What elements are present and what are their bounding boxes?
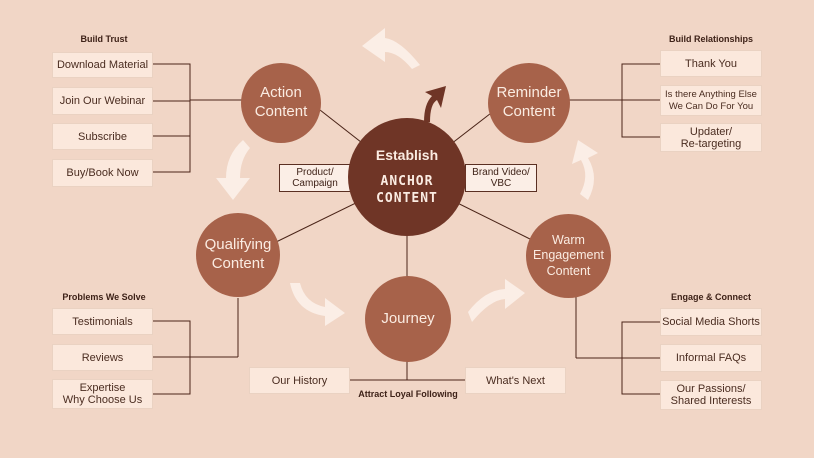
arrow-bottom-right-icon xyxy=(468,279,525,322)
item-updater-retargeting: Updater/ Re-targeting xyxy=(660,123,762,152)
bracket-build-trust xyxy=(153,63,242,173)
heading-engage: Engage & Connect xyxy=(670,292,751,302)
arrow-bottom-left-icon xyxy=(290,283,345,326)
heading-build-relationships: Build Relationships xyxy=(668,34,753,44)
item-whats-next: What's Next xyxy=(465,367,566,394)
center-anchor-title: ANCHOR CONTENT xyxy=(376,173,438,206)
heading-attract-loyal: Attract Loyal Following xyxy=(358,389,458,399)
heading-problems: Problems We Solve xyxy=(62,292,146,302)
arrow-center-up-icon xyxy=(424,86,446,122)
center-establish-label: Establish xyxy=(375,147,439,164)
circle-reminder-content: Reminder Content xyxy=(488,63,570,143)
item-anything-else: Is there Anything Else We Can Do For You xyxy=(660,85,762,116)
arrow-left-icon xyxy=(216,140,250,200)
circle-qualifying-content: Qualifying Content xyxy=(196,213,280,297)
label-product-campaign: Product/ Campaign xyxy=(279,164,351,192)
circle-journey: Journey xyxy=(365,276,451,362)
label-brand-video: Brand Video/ VBC xyxy=(465,164,537,192)
item-subscribe: Subscribe xyxy=(52,123,153,150)
item-thank-you: Thank You xyxy=(660,50,762,77)
cycle-arrows xyxy=(216,28,598,326)
circle-action-content: Action Content xyxy=(241,63,321,143)
item-buy-book-now: Buy/Book Now xyxy=(52,159,153,187)
item-testimonials: Testimonials xyxy=(52,308,153,335)
item-expertise: Expertise Why Choose Us xyxy=(52,379,153,409)
bracket-build-relationships xyxy=(565,63,660,138)
item-our-passions: Our Passions/ Shared Interests xyxy=(660,380,762,410)
item-join-webinar: Join Our Webinar xyxy=(52,87,153,115)
item-reviews: Reviews xyxy=(52,344,153,371)
bracket-problems xyxy=(153,298,239,395)
item-download-material: Download Material xyxy=(52,52,153,78)
circle-warm-engagement: Warm Engagement Content xyxy=(526,214,611,298)
heading-build-trust: Build Trust xyxy=(80,34,128,44)
arrow-right-icon xyxy=(572,140,598,200)
item-informal-faqs: Informal FAQs xyxy=(660,344,762,372)
bracket-engage xyxy=(575,296,660,395)
item-social-media-shorts: Social Media Shorts xyxy=(660,308,762,336)
circle-anchor-content: Establish ANCHOR CONTENT xyxy=(348,118,466,236)
item-our-history: Our History xyxy=(249,367,350,394)
arrow-top-icon xyxy=(362,28,420,69)
